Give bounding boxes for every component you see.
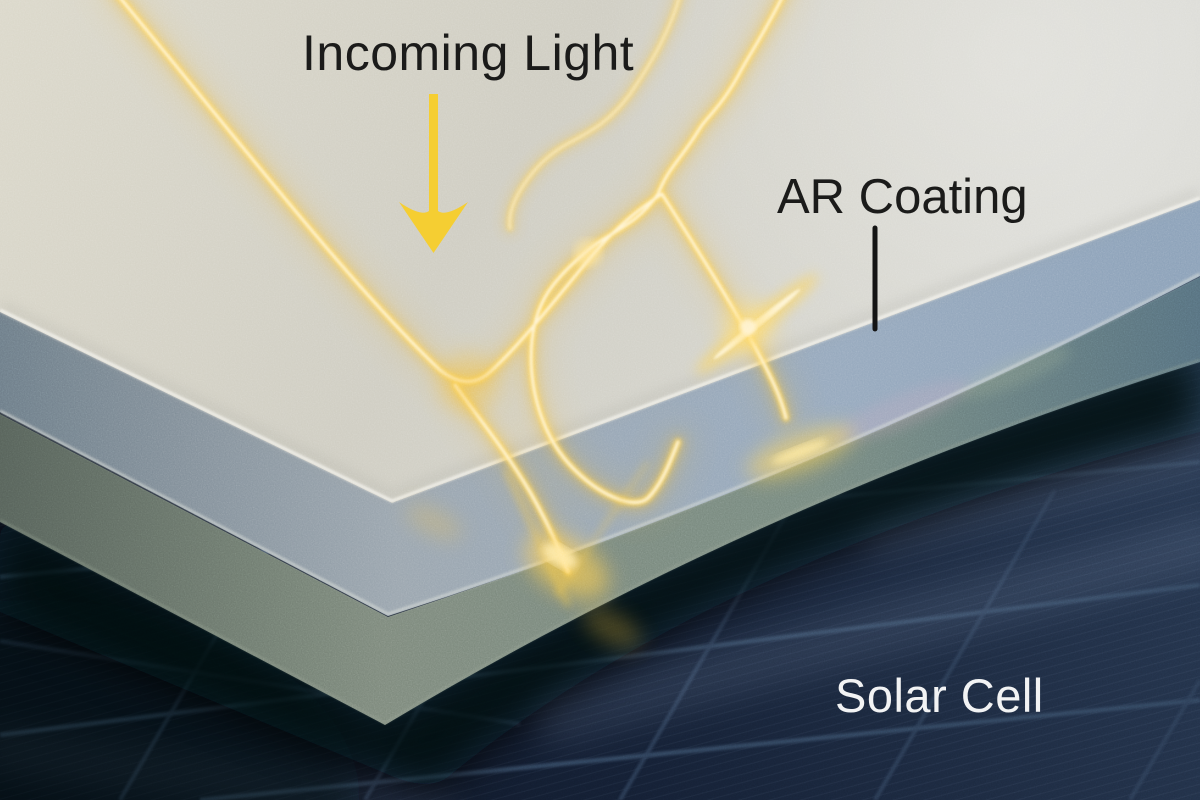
solar-cell-label: Solar Cell (835, 669, 1044, 722)
incoming-light-arrow-icon (399, 94, 468, 253)
incoming-light-label: Incoming Light (302, 25, 635, 81)
ar-coating-label: AR Coating (777, 170, 1028, 224)
